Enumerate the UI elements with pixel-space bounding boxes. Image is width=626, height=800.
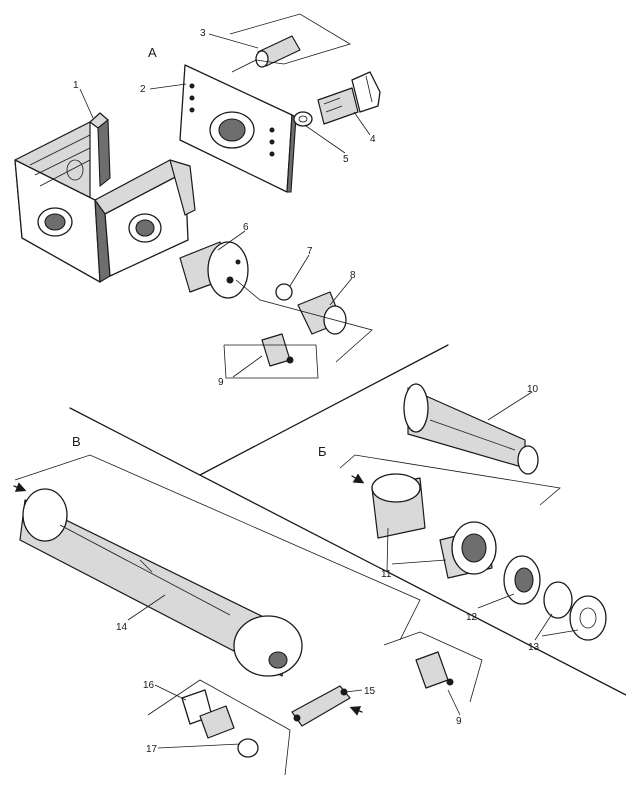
bushings-11: [371, 473, 497, 579]
king-pin-10: [403, 383, 539, 475]
callout-9-upper: 9: [218, 377, 224, 388]
callout-14: 14: [116, 622, 128, 633]
leader-lines: [79, 33, 579, 749]
bolt-16: [181, 689, 235, 739]
direction-arrows: [13, 473, 365, 716]
callout-9-lower: 9: [456, 716, 462, 727]
callout-17: 17: [146, 744, 158, 755]
pin: [255, 35, 301, 68]
bolt-4: [317, 71, 381, 125]
nuts-13: [543, 581, 607, 641]
washer-7: [275, 283, 293, 301]
grease-fitting-9-upper: [261, 333, 294, 367]
callout-1: 1: [73, 80, 79, 91]
washer-17: [237, 738, 259, 758]
callout-2: 2: [140, 84, 146, 95]
plate: [179, 64, 297, 193]
bracket-frame: [14, 112, 196, 283]
washer-5: [293, 111, 313, 127]
callout-7: 7: [307, 246, 313, 257]
callout-10: 10: [527, 384, 539, 395]
callout-15: 15: [364, 686, 376, 697]
divider-lines: [69, 344, 626, 696]
section-label-a: А: [148, 45, 157, 60]
callout-6: 6: [243, 222, 249, 233]
callout-8: 8: [350, 270, 356, 281]
axle-6: [179, 241, 249, 299]
callout-brackets: [14, 13, 561, 776]
callout-12: 12: [466, 612, 478, 623]
callout-16: 16: [143, 680, 155, 691]
callout-5: 5: [343, 154, 349, 165]
callout-11: 11: [381, 569, 392, 580]
callout-3: 3: [200, 28, 206, 39]
bolt-8: [297, 291, 347, 335]
callout-13: 13: [528, 642, 540, 653]
shaft-14: [19, 488, 303, 677]
section-label-v: В: [72, 434, 81, 449]
ring-12: [503, 555, 541, 605]
section-label-b: Б: [318, 444, 327, 459]
callout-4: 4: [370, 134, 376, 145]
link-plate-15: [291, 685, 351, 727]
grease-fitting-9-lower: [415, 651, 454, 689]
